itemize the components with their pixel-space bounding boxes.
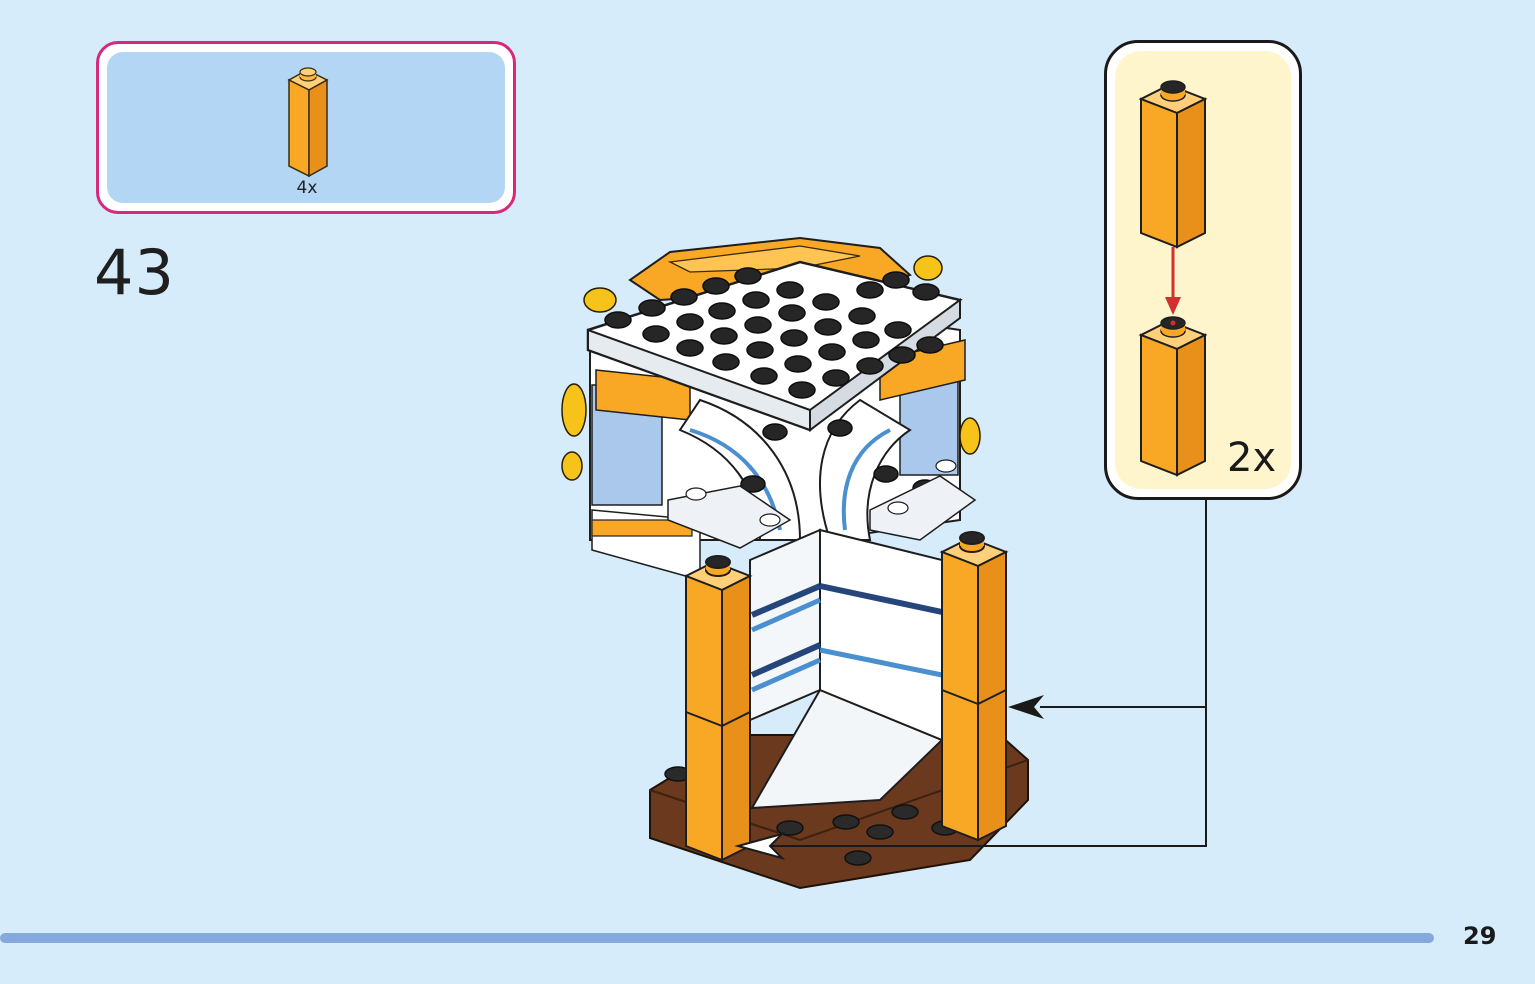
sub-assembly-callout: 2x	[1104, 40, 1302, 500]
orange-brick-icon	[287, 67, 329, 178]
arrow-right-pillar	[1008, 695, 1044, 719]
callout-panel: 2x	[1115, 51, 1291, 489]
parts-list-box: 4x	[96, 41, 516, 214]
top-plate-studs	[604, 267, 944, 399]
right-pillar	[939, 531, 1009, 842]
page-number: 29	[1463, 922, 1497, 950]
left-pillar	[683, 555, 753, 862]
callout-quantity: 2x	[1227, 435, 1277, 481]
brick-stack-icon	[1138, 80, 1208, 477]
step-number: 43	[94, 236, 175, 309]
progress-bar	[0, 933, 1434, 943]
part-quantity: 4x	[296, 178, 318, 198]
parts-list-panel: 4x	[107, 52, 505, 203]
callout-connector-lines	[770, 500, 1207, 847]
arrow-left-pillar	[734, 832, 786, 860]
